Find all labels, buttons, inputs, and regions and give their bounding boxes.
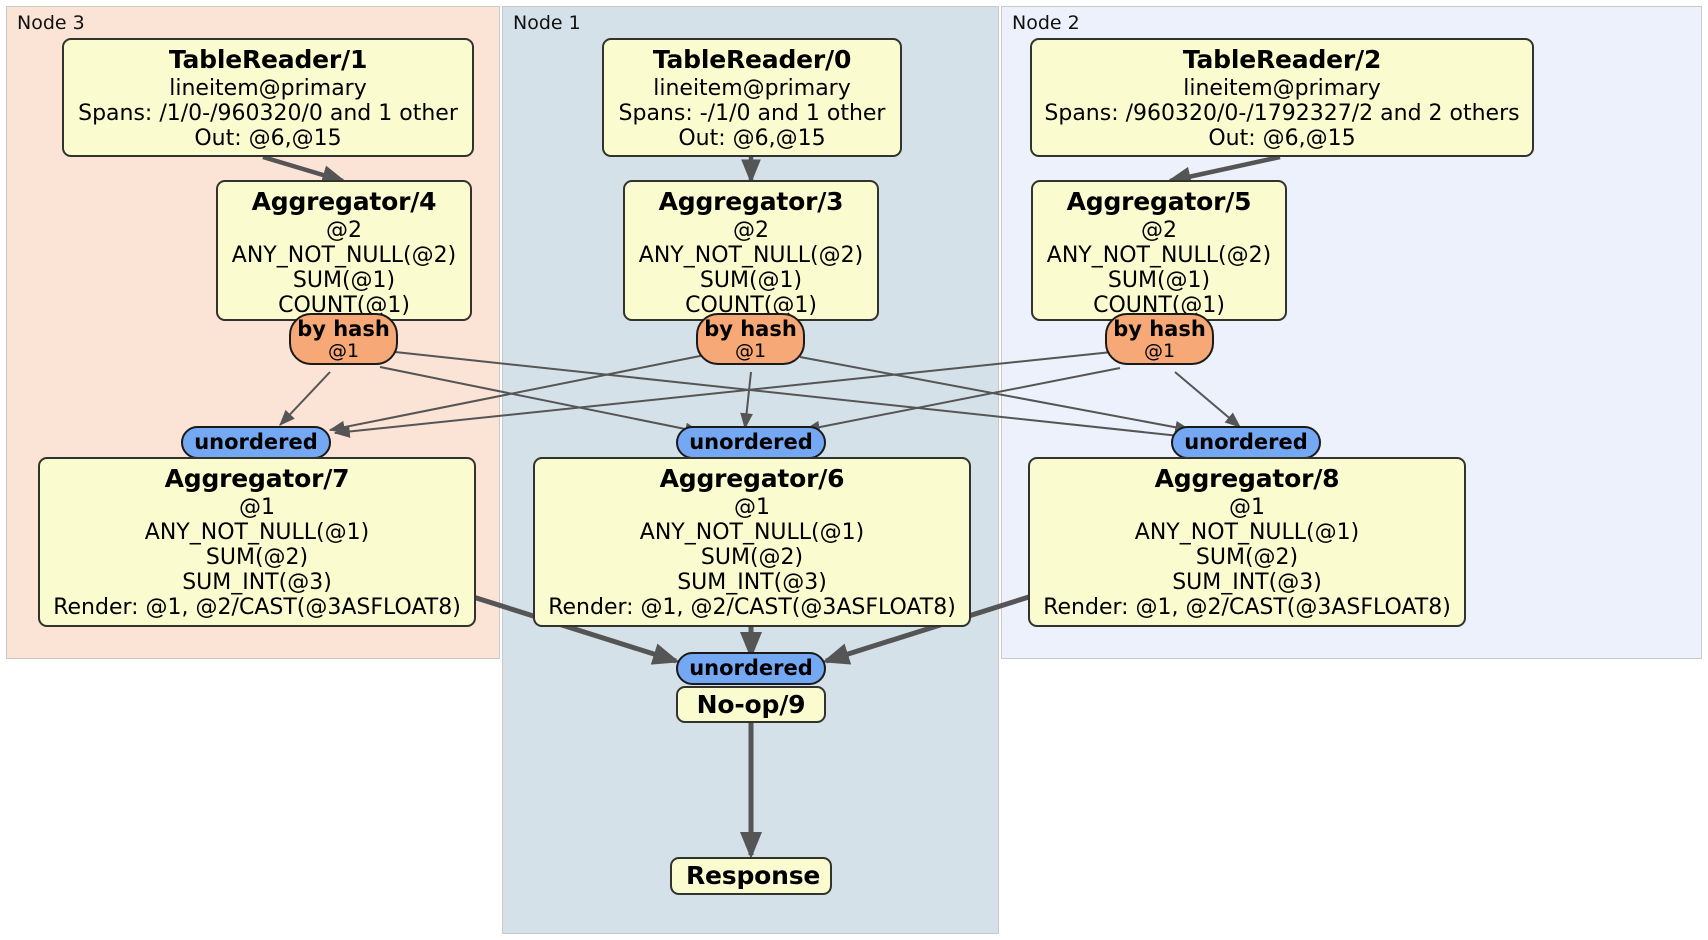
router-column: @1: [1143, 340, 1176, 363]
input-sync-unordered-7[interactable]: unordered: [181, 426, 331, 459]
proc-line: lineitem@primary: [169, 75, 367, 101]
proc-box-aggregator-6[interactable]: Aggregator/6 @1 ANY_NOT_NULL(@1) SUM(@2)…: [533, 457, 971, 627]
sync-label: unordered: [194, 430, 318, 454]
proc-line: @2: [326, 217, 362, 243]
proc-box-aggregator-5[interactable]: Aggregator/5 @2 ANY_NOT_NULL(@2) SUM(@1)…: [1031, 180, 1287, 321]
proc-title: Aggregator/7: [164, 464, 350, 493]
proc-line: @1: [1229, 494, 1265, 520]
input-sync-unordered-9[interactable]: unordered: [676, 652, 826, 685]
router-column: @1: [327, 340, 360, 363]
router-label: by hash: [704, 317, 797, 341]
proc-line: SUM(@1): [699, 267, 803, 293]
proc-box-aggregator-3[interactable]: Aggregator/3 @2 ANY_NOT_NULL(@2) SUM(@1)…: [623, 180, 879, 321]
proc-line: @2: [1141, 217, 1177, 243]
proc-line: lineitem@primary: [1183, 75, 1381, 101]
proc-title: No-op/9: [696, 690, 806, 719]
proc-line: @1: [239, 494, 275, 520]
proc-line: Render: @1, @2/CAST(@3ASFLOAT8): [548, 594, 956, 620]
proc-line: Spans: -/1/0 and 1 other: [618, 100, 886, 126]
input-sync-unordered-6[interactable]: unordered: [676, 426, 826, 459]
proc-line: SUM(@2): [205, 544, 309, 570]
proc-title: TableReader/2: [1182, 45, 1382, 74]
router-column: @1: [734, 340, 767, 363]
proc-box-aggregator-8[interactable]: Aggregator/8 @1 ANY_NOT_NULL(@1) SUM(@2)…: [1028, 457, 1466, 627]
output-router-by-hash-4[interactable]: by hash @1: [289, 313, 398, 365]
proc-line: ANY_NOT_NULL(@2): [1046, 242, 1272, 268]
proc-line: Spans: /960320/0-/1792327/2 and 2 others: [1044, 100, 1520, 126]
proc-line: ANY_NOT_NULL(@2): [638, 242, 864, 268]
proc-title: Aggregator/5: [1066, 187, 1252, 216]
proc-line: Out: @6,@15: [194, 125, 342, 151]
proc-box-table-reader-1[interactable]: TableReader/1 lineitem@primary Spans: /1…: [62, 38, 474, 157]
proc-line: @2: [733, 217, 769, 243]
proc-line: SUM(@2): [700, 544, 804, 570]
proc-line: ANY_NOT_NULL(@1): [639, 519, 865, 545]
proc-line: @1: [734, 494, 770, 520]
proc-line: ANY_NOT_NULL(@1): [144, 519, 370, 545]
proc-title: Aggregator/3: [658, 187, 844, 216]
proc-line: ANY_NOT_NULL(@1): [1134, 519, 1360, 545]
proc-line: SUM(@2): [1195, 544, 1299, 570]
proc-title: Response: [686, 861, 821, 890]
proc-box-response[interactable]: Response: [670, 857, 832, 895]
proc-title: Aggregator/4: [251, 187, 437, 216]
proc-line: SUM(@1): [292, 267, 396, 293]
proc-line: lineitem@primary: [653, 75, 851, 101]
proc-line: SUM(@1): [1107, 267, 1211, 293]
proc-line: Out: @6,@15: [678, 125, 826, 151]
proc-title: TableReader/1: [168, 45, 368, 74]
proc-title: Aggregator/6: [659, 464, 845, 493]
proc-line: ANY_NOT_NULL(@2): [231, 242, 457, 268]
proc-title: Aggregator/8: [1154, 464, 1340, 493]
proc-line: SUM_INT(@3): [1172, 569, 1322, 595]
proc-line: Out: @6,@15: [1208, 125, 1356, 151]
proc-title: TableReader/0: [652, 45, 852, 74]
proc-line: Render: @1, @2/CAST(@3ASFLOAT8): [1043, 594, 1451, 620]
input-sync-unordered-8[interactable]: unordered: [1171, 426, 1321, 459]
router-label: by hash: [1113, 317, 1206, 341]
proc-box-table-reader-0[interactable]: TableReader/0 lineitem@primary Spans: -/…: [602, 38, 902, 157]
proc-box-table-reader-2[interactable]: TableReader/2 lineitem@primary Spans: /9…: [1030, 38, 1534, 157]
node-panel-label-node3: Node 3: [17, 12, 85, 34]
proc-line: SUM_INT(@3): [677, 569, 827, 595]
sync-label: unordered: [689, 430, 813, 454]
proc-line: Render: @1, @2/CAST(@3ASFLOAT8): [53, 594, 461, 620]
node-panel-label-node1: Node 1: [513, 12, 581, 34]
proc-box-aggregator-7[interactable]: Aggregator/7 @1 ANY_NOT_NULL(@1) SUM(@2)…: [38, 457, 476, 627]
router-label: by hash: [297, 317, 390, 341]
proc-box-aggregator-4[interactable]: Aggregator/4 @2 ANY_NOT_NULL(@2) SUM(@1)…: [216, 180, 472, 321]
output-router-by-hash-3[interactable]: by hash @1: [696, 313, 805, 365]
sync-label: unordered: [689, 656, 813, 680]
proc-box-noop-9[interactable]: No-op/9: [676, 686, 826, 723]
proc-line: Spans: /1/0-/960320/0 and 1 other: [78, 100, 458, 126]
output-router-by-hash-5[interactable]: by hash @1: [1105, 313, 1214, 365]
node-panel-label-node2: Node 2: [1012, 12, 1080, 34]
sync-label: unordered: [1184, 430, 1308, 454]
proc-line: SUM_INT(@3): [182, 569, 332, 595]
